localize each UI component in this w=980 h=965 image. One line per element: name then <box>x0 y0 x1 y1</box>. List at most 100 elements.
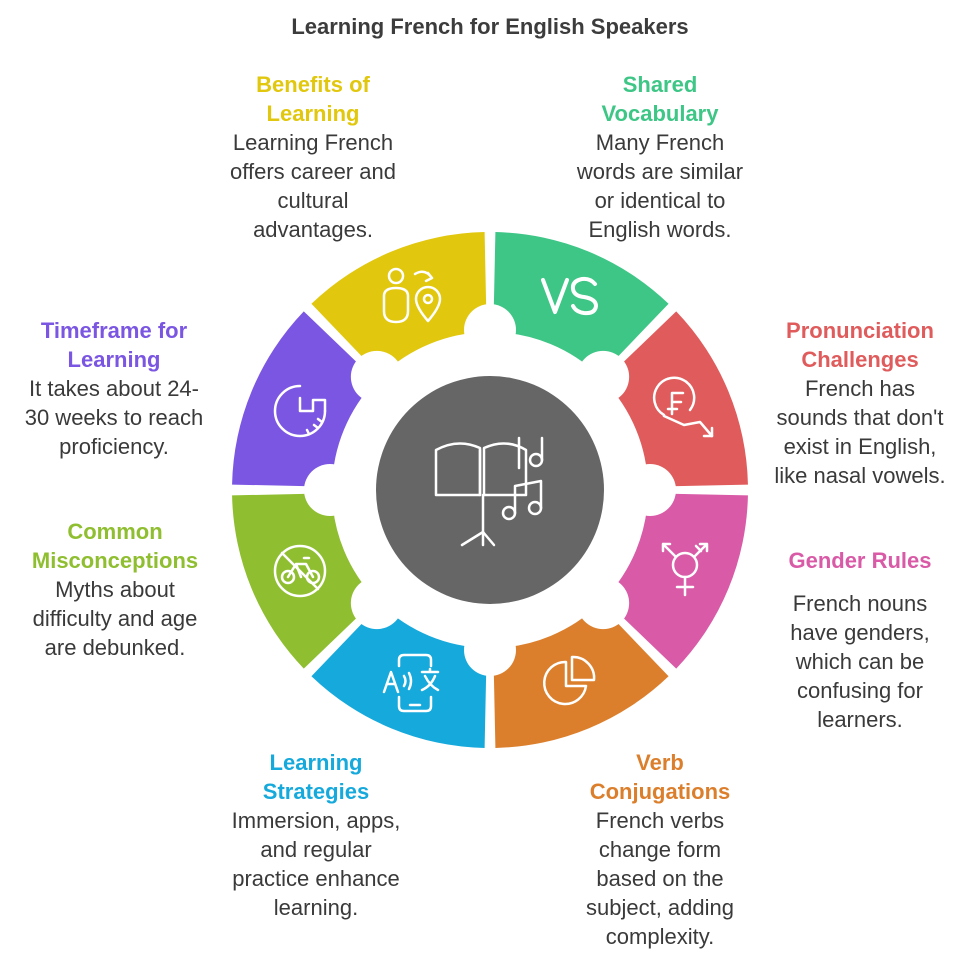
segment-description-line: Immersion, apps, <box>231 808 401 833</box>
segment-title-line: Benefits of <box>256 72 370 97</box>
segment-description-line: Myths about <box>55 577 175 602</box>
segment-description-line: Learning French <box>232 130 394 155</box>
segment-learning-strategies <box>311 604 487 748</box>
segment-description: Learning French offers career and cultural… <box>207 128 419 244</box>
segment-description-line: French has <box>804 376 916 401</box>
segment-description-line: French verbs <box>595 808 725 833</box>
segment-common-misconceptions <box>232 493 376 669</box>
segment-title-line: Vocabulary <box>601 101 719 126</box>
segment-title-line: Learning <box>266 101 360 126</box>
segment-description-line: are debunked. <box>44 635 186 660</box>
segment-description-line: subject, adding <box>586 895 734 920</box>
segment-description-line: advantages. <box>253 217 373 242</box>
segment-description-line: have genders, <box>790 620 930 645</box>
segment-title-line: Verb <box>636 750 684 775</box>
segment-verb-conjugations <box>493 604 669 748</box>
segment-description-line: or identical to <box>594 188 726 213</box>
segment-description-line: offers career and <box>230 159 396 184</box>
page-title: Learning French for English Speakers <box>291 14 689 39</box>
timer-icon <box>273 384 327 438</box>
segment-title-line: Gender Rules <box>788 548 932 573</box>
person-location-icon <box>382 267 442 324</box>
segment-description-line: difficulty and age <box>32 606 198 631</box>
segment-description-line: words are similar <box>576 159 744 184</box>
segment-description-line: sounds that don't <box>776 405 944 430</box>
segment-description-line: which can be <box>795 649 925 674</box>
segment-description-line: Many French <box>595 130 725 155</box>
segment-description-line: cultural <box>277 188 349 213</box>
segment-description-line: proficiency. <box>59 434 169 459</box>
segment-description: French has sounds that don't exist in Engl… <box>755 374 965 490</box>
segment-description-line: complexity. <box>605 924 715 949</box>
segment-description-line: confusing for <box>797 678 923 703</box>
segment-title-line: Learning <box>67 347 161 372</box>
segment-title: Gender Rules <box>755 546 965 575</box>
segment-title-line: Strategies <box>262 779 370 804</box>
segment-description-line: change form <box>598 837 722 862</box>
segment-title-line: Common <box>67 519 163 544</box>
no-bicycle-icon <box>273 544 327 598</box>
pie-chart-icon <box>542 655 596 706</box>
segment-description: Myths about difficulty and age are debunke… <box>10 575 220 662</box>
segment-description-line: French nouns <box>792 591 928 616</box>
segment-title-line: Shared <box>622 72 698 97</box>
segment-title-line: Pronunciation <box>786 318 934 343</box>
segment-pronunciation-challenges <box>604 311 748 487</box>
segment-timeframe-for-learning <box>232 311 376 487</box>
segment-description-line: based on the <box>596 866 724 891</box>
segment-description-line: learners. <box>817 707 903 732</box>
segment-description-line: English words. <box>588 217 732 242</box>
segment-notch <box>304 464 356 516</box>
segment-description-line: and regular <box>260 837 372 862</box>
gender-symbols-icon <box>661 542 709 597</box>
franc-down-icon <box>652 376 714 438</box>
segment-notch <box>577 577 630 630</box>
music-stand-icon <box>434 436 544 547</box>
segment-notch <box>624 464 676 516</box>
segment-notch <box>464 304 516 356</box>
wheel-segments <box>232 232 748 748</box>
segment-notch <box>577 350 630 403</box>
segment-title: Benefits of Learning <box>207 70 419 128</box>
center-hub <box>376 376 604 604</box>
vs-icon <box>541 276 598 316</box>
segment-description: Many French words are similar or identical… <box>555 128 765 244</box>
segment-title-line: Timeframe for <box>40 318 188 343</box>
segment-description: French nouns have genders, which can be con… <box>755 589 965 734</box>
segment-description: Immersion, apps, and regular practice enha… <box>207 806 425 922</box>
segment-title-line: Learning <box>269 750 363 775</box>
segment-notch <box>350 350 403 403</box>
segment-description: It takes about 24- 30 weeks to reach profi… <box>8 374 220 461</box>
segment-notch <box>350 577 403 630</box>
segment-gender-rules <box>604 493 748 669</box>
segment-title-line: Conjugations <box>589 779 731 804</box>
segment-description-line: 30 weeks to reach <box>24 405 204 430</box>
segment-title-line: Challenges <box>801 347 919 372</box>
segment-benefits-of-learning <box>311 232 487 376</box>
segment-description-line: exist in English, <box>783 434 937 459</box>
segment-description-line: It takes about 24- <box>29 376 199 401</box>
segment-description-line: learning. <box>273 895 359 920</box>
segment-shared-vocabulary <box>493 232 669 376</box>
segment-title-line: Misconceptions <box>31 548 199 573</box>
segment-description: French verbs change form based on the subje… <box>555 806 765 951</box>
translate-phone-icon <box>382 653 440 713</box>
segment-description-line: like nasal vowels. <box>774 463 946 488</box>
segment-notch <box>464 624 516 676</box>
segment-description-line: practice enhance <box>232 866 400 891</box>
